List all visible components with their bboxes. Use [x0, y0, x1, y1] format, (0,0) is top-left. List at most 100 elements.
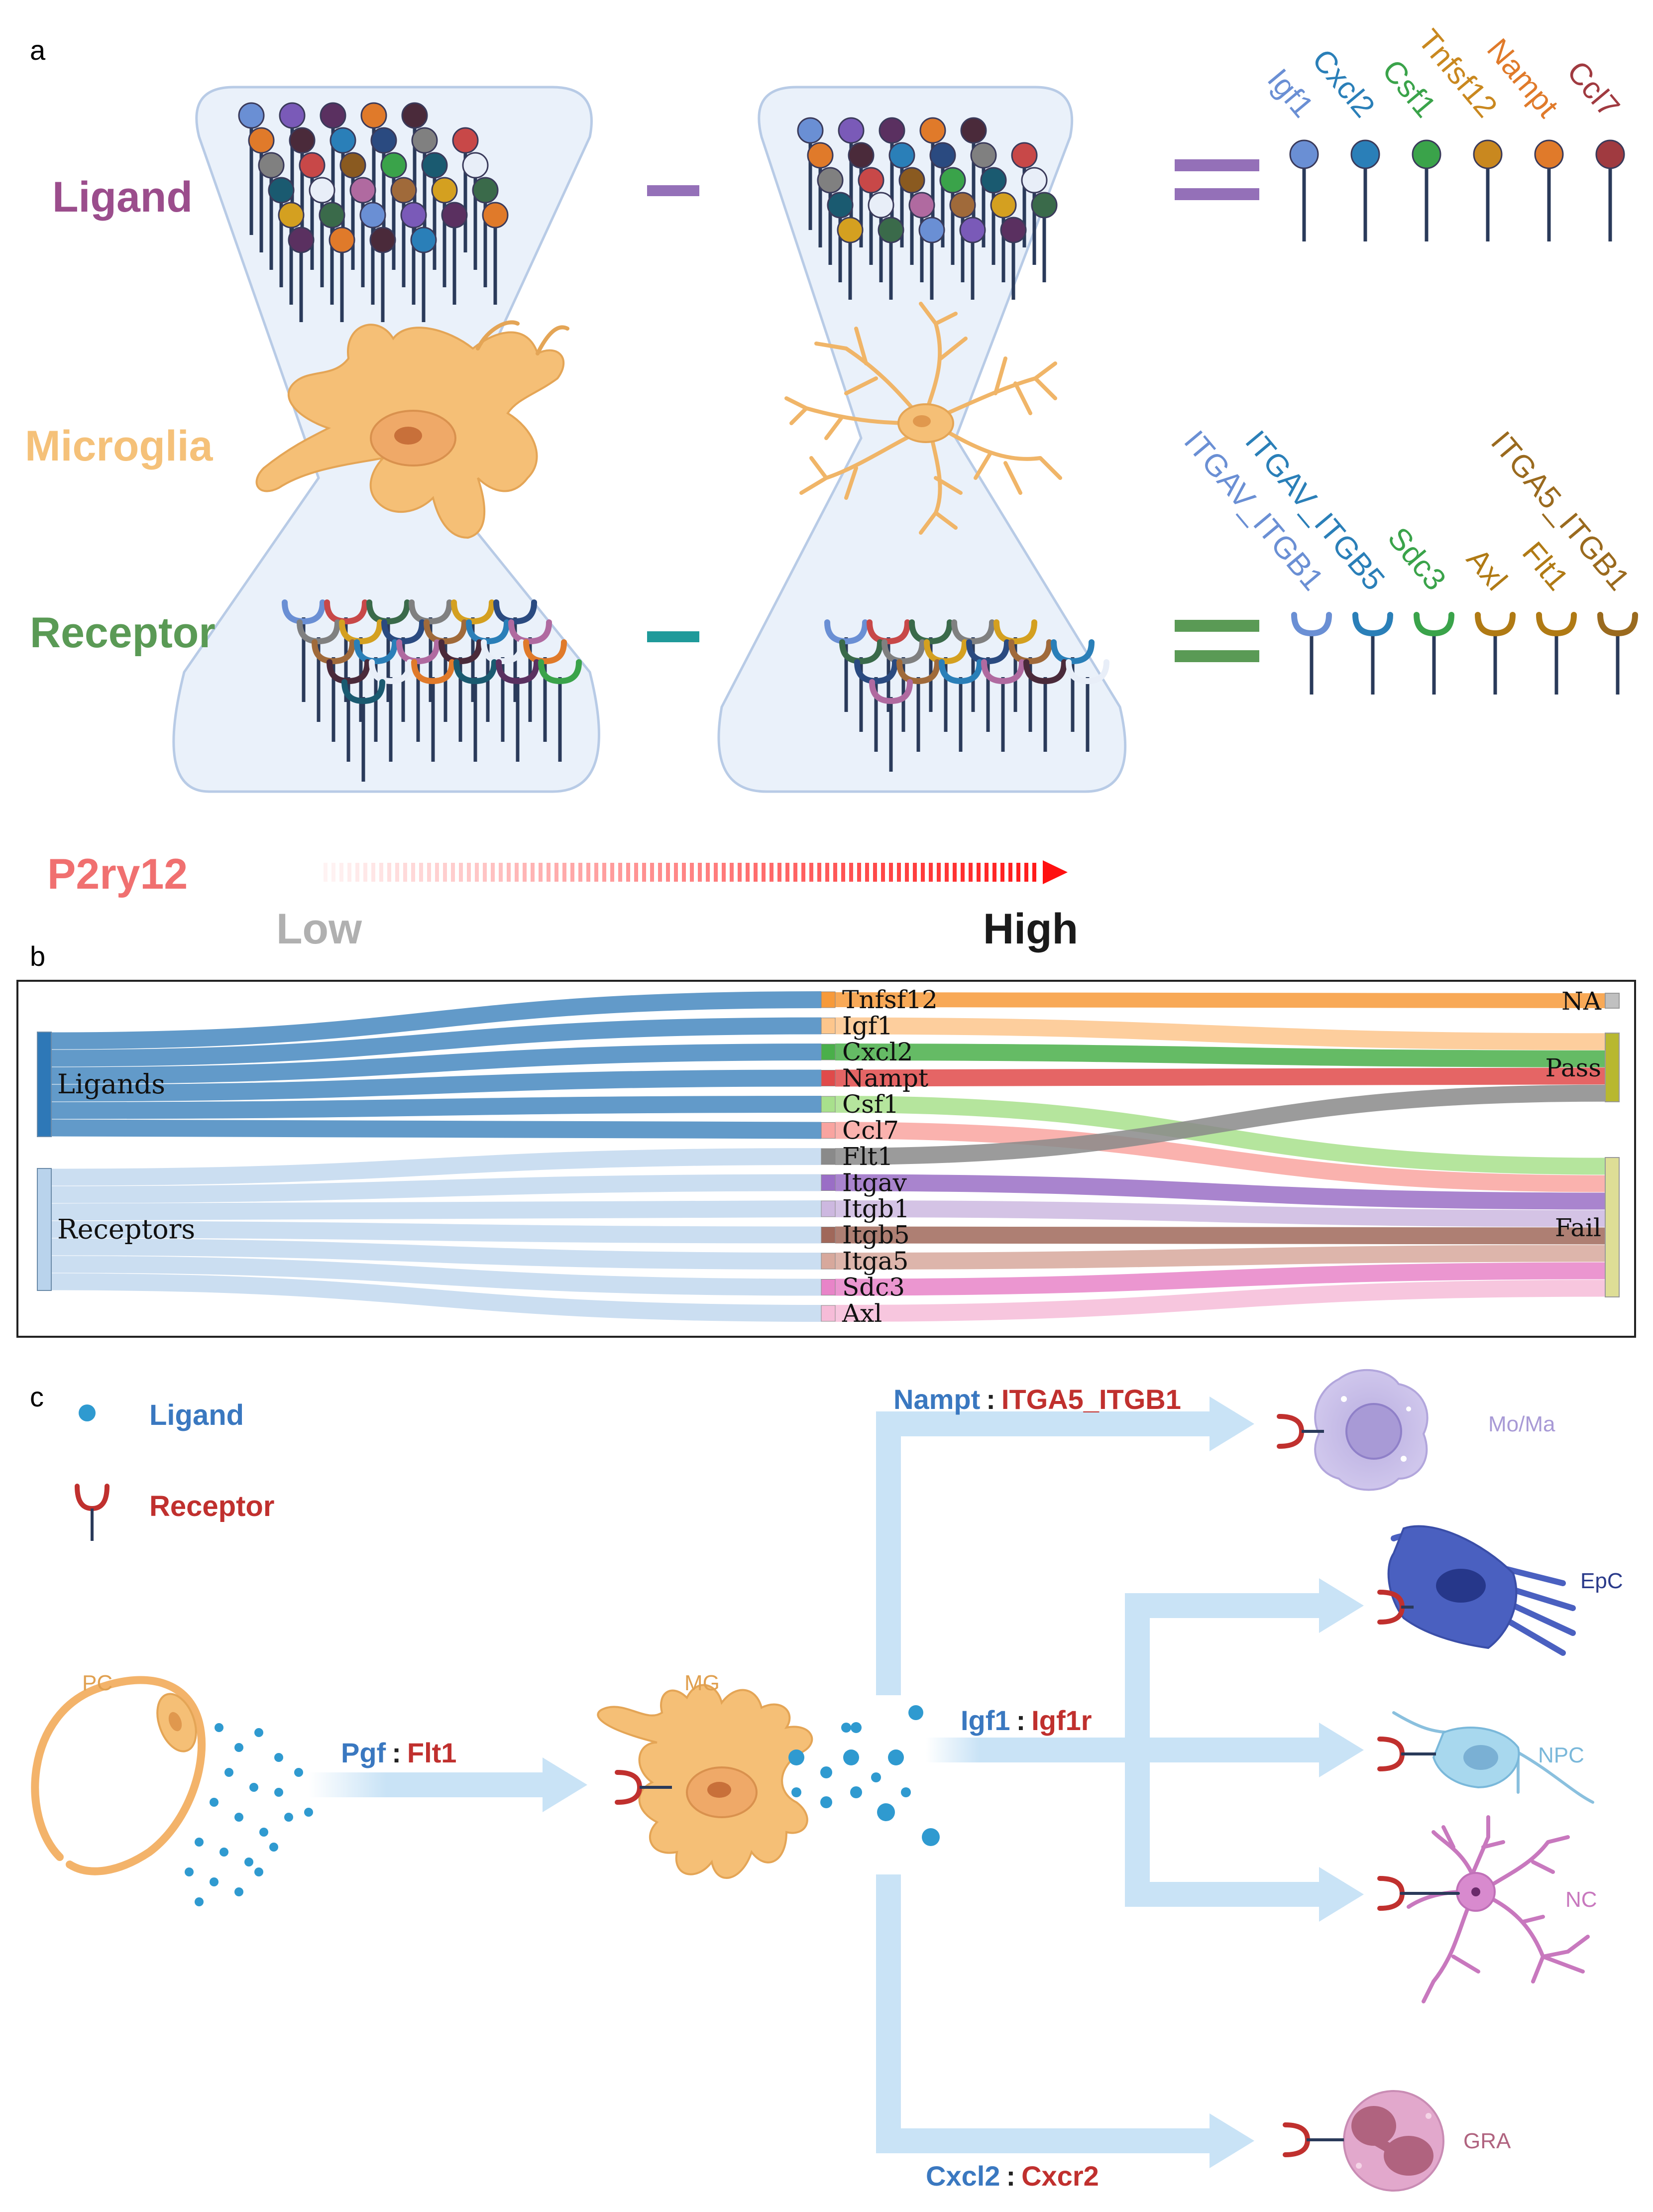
- sankey-gene-label: Itgav: [842, 1168, 907, 1197]
- arrowhead-nc-icon: [1319, 1867, 1364, 1922]
- sankey-gene-node: [821, 1018, 836, 1034]
- panel-c: c Ligand Receptor: [30, 1369, 1623, 2192]
- arrowhead-gra-icon: [1210, 2113, 1254, 2168]
- ligand-dot-icon: [888, 1749, 904, 1765]
- sankey-gene-label: Itga5: [842, 1247, 908, 1276]
- receptor-cluster-right: [824, 619, 1109, 772]
- ligand-dot-icon: [234, 1743, 243, 1752]
- ligand-dot-icon: [284, 1813, 293, 1822]
- minus-sign-ligand: [647, 185, 699, 196]
- sankey-gene-node: [821, 1227, 836, 1243]
- ligand-result-lollipop-icon: [1473, 139, 1503, 169]
- sankey-flow-target: [835, 1245, 1606, 1270]
- ligand-dot-icon: [843, 1749, 859, 1765]
- sankey-gene-node: [821, 1070, 836, 1086]
- cell-label-nc: NC: [1565, 1887, 1597, 1912]
- gradient-low-label: Low: [276, 905, 362, 953]
- sankey-source-label: Receptors: [57, 1214, 195, 1245]
- gradient-high-label: High: [983, 905, 1078, 953]
- ligand-dot-icon: [788, 1749, 804, 1765]
- sankey-gene-label: Csf1: [842, 1090, 899, 1119]
- sankey-gene-label: Itgb1: [842, 1194, 910, 1223]
- sankey-flow-source: [51, 1273, 822, 1322]
- gradient-gene-label: P2ry12: [47, 850, 188, 898]
- sankey-flow-source: [51, 1017, 822, 1067]
- sankey-flow-target: [835, 1067, 1606, 1087]
- sankey-flow-source: [51, 1238, 822, 1270]
- sankey-flow-source: [51, 991, 822, 1049]
- receptor-result-cup-icon: [1291, 612, 1332, 637]
- p2ry12-gradient-arrow: [324, 863, 1036, 882]
- microglia-ramified-icon: [784, 302, 1062, 535]
- ligand-dot-icon: [234, 1887, 243, 1896]
- ligand-result-lollipop-icon: [1412, 139, 1441, 169]
- sankey-flows: [51, 991, 1606, 1322]
- sankey-flow-target: [835, 992, 1606, 1008]
- sankey-gene-node: [821, 1122, 836, 1139]
- cell-label-npc: NPC: [1538, 1743, 1584, 1767]
- sankey-flow-target: [835, 1174, 1606, 1210]
- sankey-target-label: NA: [1561, 987, 1602, 1016]
- ligand-result-lollipop-icon: [1595, 139, 1625, 169]
- monocyte-macrophage-cell-icon: [1277, 1369, 1429, 1491]
- ligand-dot-icon: [249, 1783, 258, 1792]
- sankey-gene-label: Itgb5: [842, 1221, 910, 1250]
- sankey-nodes: Tnfsf12Igf1Cxcl2NamptCsf1Ccl7Flt1ItgavIt…: [37, 985, 1620, 1328]
- ligand-dot-icon: [254, 1728, 263, 1737]
- receptor-result-cup-icon: [1475, 612, 1516, 637]
- arrowhead-npc-icon: [1319, 1723, 1364, 1777]
- row-label-microglia: Microglia: [25, 422, 214, 470]
- legend-ligand-dot-icon: [79, 1404, 96, 1421]
- sankey-source-node: [37, 1032, 52, 1137]
- equals-sign-receptor-bottom: [1175, 650, 1259, 662]
- ligand-dot-icon: [850, 1786, 862, 1798]
- ligand-dot-icon: [901, 1787, 911, 1797]
- sankey-gene-node: [821, 1305, 836, 1322]
- arrowhead-pc-mg-icon: [543, 1757, 587, 1812]
- sankey-flow-target: [835, 1122, 1606, 1192]
- ligand-dot-icon: [791, 1787, 801, 1797]
- panel-a: a Ligand Microglia Rec: [25, 23, 1638, 953]
- ligand-dot-icon: [274, 1788, 283, 1797]
- ligand-dot-icon: [274, 1753, 283, 1762]
- ligand-dot-icon: [210, 1798, 219, 1807]
- ligand-cluster-right: [797, 117, 1058, 300]
- neuron-cell-icon: [1377, 1815, 1590, 2003]
- ligand-result-label: Cxcl2: [1306, 43, 1382, 124]
- signal-arrows: [309, 1397, 1364, 2168]
- sankey-flow-target: [835, 1017, 1606, 1050]
- ligand-result-label: Ccl7: [1560, 55, 1627, 124]
- ligand-dot-icon: [224, 1768, 233, 1777]
- sankey-flow-source: [51, 1256, 822, 1296]
- receptor-result-cup-icon: [1414, 612, 1454, 637]
- sankey-source-node: [37, 1168, 52, 1291]
- interaction-pgf-flt1: Pgf:Flt1: [341, 1737, 456, 1768]
- sankey-gene-label: Cxcl2: [842, 1038, 913, 1066]
- legend-ligand-label: Ligand: [149, 1399, 244, 1431]
- ligand-dot-icon: [269, 1843, 278, 1852]
- ligand-result-lollipop-icon: [1289, 139, 1319, 169]
- pericyte-cell-icon: [31, 1676, 206, 1875]
- panel-a-label: a: [30, 34, 46, 66]
- interaction-igf1-igf1r: Igf1:Igf1r: [961, 1705, 1092, 1736]
- sankey-gene-node: [821, 1253, 836, 1270]
- interaction-nampt-itga5-itgb1: Nampt:ITGA5_ITGB1: [893, 1384, 1181, 1415]
- sankey-flow-source: [51, 1119, 822, 1139]
- sankey-gene-label: Igf1: [842, 1012, 893, 1041]
- sankey-flow-source: [51, 1148, 822, 1186]
- ligand-dot-icon: [871, 1772, 881, 1782]
- ligand-dot-icon: [195, 1897, 204, 1906]
- sankey-target-node: [1605, 1033, 1620, 1102]
- receptor-result-label: Sdc3: [1381, 521, 1452, 597]
- sankey-flow-target: [835, 1226, 1606, 1245]
- ligand-cluster-left: [238, 102, 509, 322]
- ligand-dot-icon: [259, 1828, 268, 1837]
- sankey-flow-target: [835, 1096, 1606, 1175]
- equals-sign-ligand-top: [1175, 159, 1259, 171]
- legend-receptor-icon: [75, 1484, 110, 1541]
- ligand-dot-icon: [244, 1858, 253, 1866]
- sankey-gene-node: [821, 1279, 836, 1295]
- cell-label-epc: EpC: [1580, 1569, 1623, 1593]
- receptor-result-cup-icon: [1352, 612, 1393, 637]
